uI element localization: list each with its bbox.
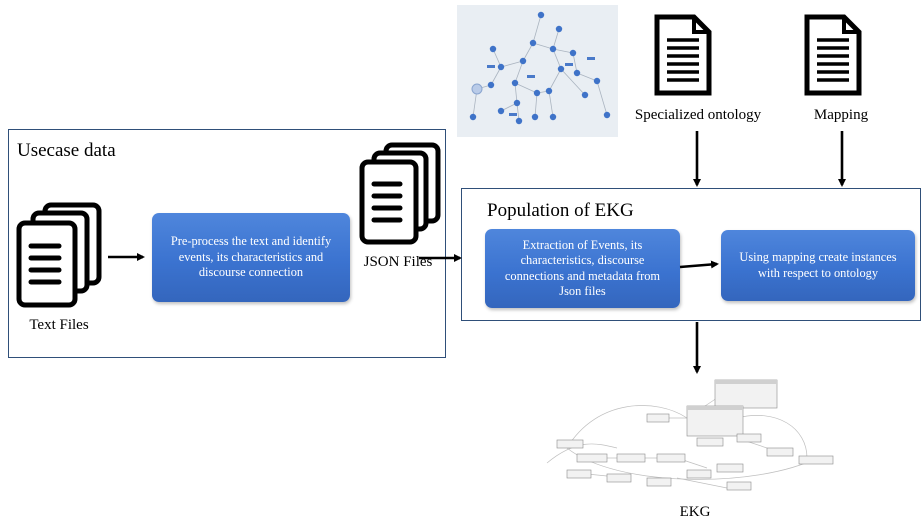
- document-icon: [804, 14, 862, 96]
- document-stack-icon: [358, 142, 442, 246]
- ekg-graph-thumbnail: [537, 378, 847, 498]
- arrow-extraction-to-mapping: [679, 260, 719, 269]
- mapping-instances-box: Using mapping create instances with resp…: [721, 230, 915, 301]
- document-stack-icon: [15, 202, 103, 310]
- extraction-box: Extraction of Events, its characteristic…: [485, 229, 680, 308]
- mapping-label: Mapping: [813, 107, 869, 123]
- ekg-label: EKG: [679, 504, 711, 520]
- knowledge-graph-thumbnail: [457, 5, 618, 137]
- document-icon: [654, 14, 712, 96]
- population-panel: Population of EKG Extraction of Events, …: [461, 188, 921, 321]
- usecase-title: Usecase data: [17, 140, 116, 161]
- text-files-label: Text Files: [29, 317, 89, 333]
- preprocess-box: Pre-process the text and identify events…: [152, 213, 350, 302]
- population-title: Population of EKG: [487, 200, 634, 221]
- json-files-label: JSON Files: [363, 254, 433, 270]
- graph-network-icon: [469, 11, 611, 125]
- usecase-data-panel: Usecase data Text Files Pre-process the …: [8, 129, 446, 358]
- ontology-label: Specialized ontology: [634, 107, 762, 123]
